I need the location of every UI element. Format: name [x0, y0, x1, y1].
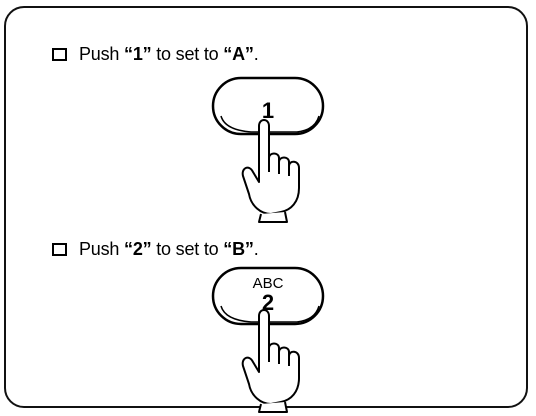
- pointing-hand-icon: [241, 309, 300, 413]
- step-2-key: “2”: [124, 239, 152, 259]
- step-1-key: “1”: [124, 44, 152, 64]
- step-2-illustration: ABC 2: [211, 266, 325, 413]
- key-2-digit: 2: [262, 290, 274, 315]
- step-2-suffix: .: [253, 239, 259, 259]
- pointing-hand-icon: [241, 119, 300, 223]
- step-1-illustration: 1: [211, 76, 325, 223]
- step-2-prefix: Push: [79, 239, 125, 259]
- step-2-target: “B”: [223, 239, 254, 259]
- step-1-prefix: Push: [79, 44, 125, 64]
- key-2-letters: ABC: [253, 275, 284, 292]
- key-2-button: ABC 2: [211, 266, 325, 326]
- key-1-button: 1: [211, 76, 325, 136]
- instruction-panel: Push “1” to set to “A”. 1 Push “2” to se…: [4, 6, 528, 413]
- checkbox-bullet-icon: [52, 243, 67, 256]
- step-2-instruction: Push “2” to set to “B”.: [52, 239, 259, 260]
- checkbox-bullet-icon: [52, 48, 67, 61]
- step-1-target: “A”: [223, 44, 254, 64]
- step-1-instruction: Push “1” to set to “A”.: [52, 44, 259, 65]
- step-1-middle: to set to: [151, 44, 224, 64]
- step-1-suffix: .: [253, 44, 259, 64]
- key-1-digit: 1: [262, 98, 274, 123]
- step-2-middle: to set to: [151, 239, 224, 259]
